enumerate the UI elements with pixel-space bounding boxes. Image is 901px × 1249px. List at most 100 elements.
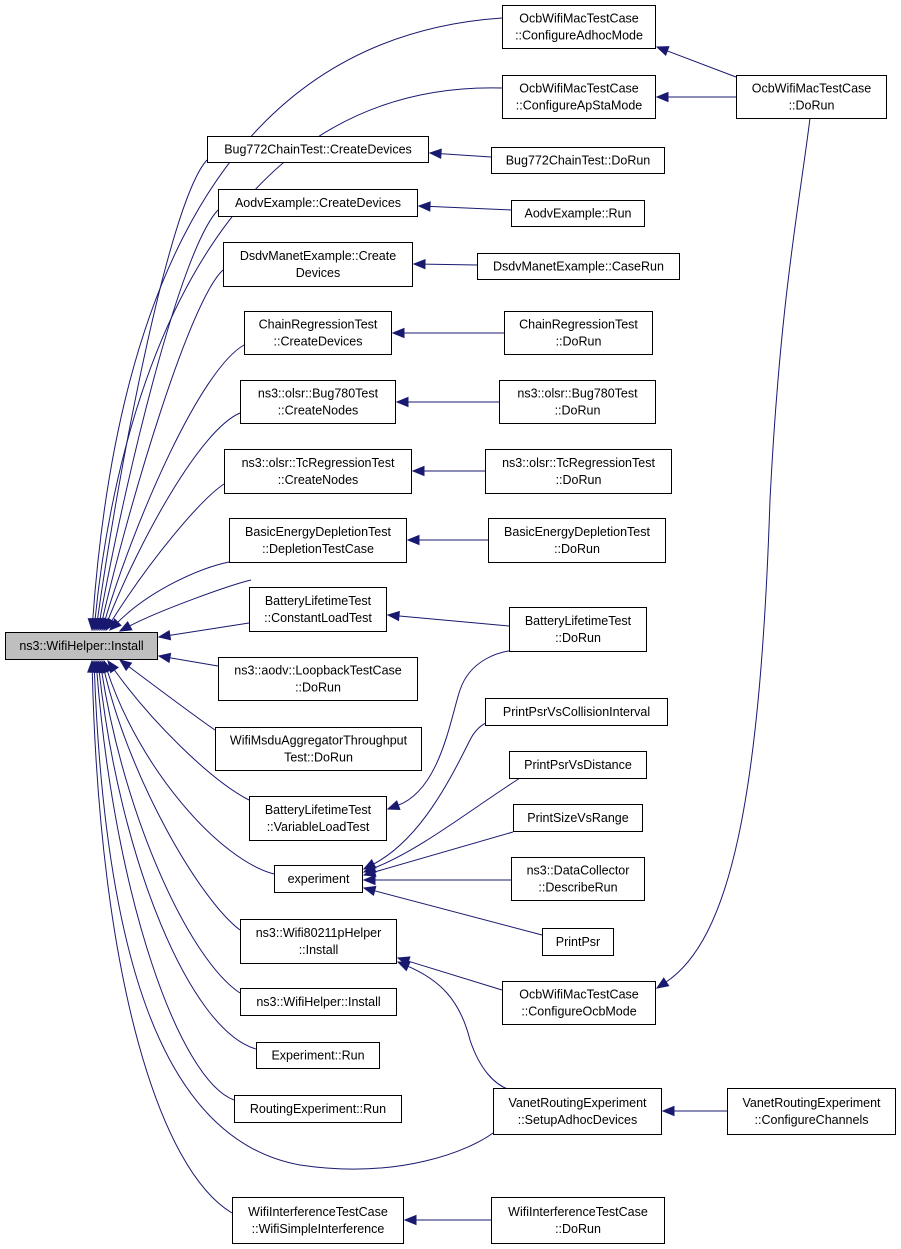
node-bed-dtc[interactable]: BasicEnergyDepletionTest::DepletionTestC… (229, 518, 407, 563)
node-label: OcbWifiMacTestCase (752, 82, 872, 96)
node-box (240, 380, 396, 424)
node-label: ns3::Wifi80211pHelper (256, 926, 382, 940)
node-label: ::DoRun (555, 1222, 601, 1236)
node-vanet-channels[interactable]: VanetRoutingExperiment::ConfigureChannel… (727, 1088, 896, 1135)
call-edge-11 (168, 657, 219, 667)
node-chain-run[interactable]: ChainRegressionTest::DoRun (504, 311, 653, 355)
node-wh-install[interactable]: ns3::WifiHelper::Install (240, 988, 397, 1016)
node-pp-ci[interactable]: PrintPsrVsCollisionInterval (485, 698, 668, 726)
node-label: ::DoRun (555, 404, 601, 418)
node-wit-run[interactable]: WifiInterferenceTestCase::DoRun (491, 1197, 665, 1244)
call-edge-7 (110, 483, 225, 622)
call-edge-18 (96, 670, 235, 1101)
node-label: Bug772ChainTest::DoRun (506, 154, 651, 168)
arrowhead-37 (362, 885, 377, 897)
node-dc-describe[interactable]: ns3::DataCollector::DescribeRun (511, 857, 645, 901)
node-box (511, 857, 645, 901)
node-label: ::DescribeRun (538, 881, 617, 895)
node-label: BatteryLifetimeTest (265, 594, 372, 608)
node-label: ::VariableLoadTest (267, 820, 370, 834)
node-ocb-ocbmode[interactable]: OcbWifiMacTestCase::ConfigureOcbMode (502, 981, 656, 1025)
arrowhead-35 (362, 866, 377, 877)
node-ps-range[interactable]: PrintSizeVsRange (513, 804, 643, 832)
call-edge-14 (106, 670, 275, 875)
call-edge-6 (107, 412, 241, 621)
node-loopback[interactable]: ns3::aodv::LoopbackTestCase::DoRun (218, 657, 418, 701)
call-edge-39 (406, 965, 511, 1091)
node-label: ::DoRun (556, 335, 602, 349)
node-bug780-run[interactable]: ns3::olsr::Bug780Test::DoRun (499, 380, 656, 424)
node-blt-run[interactable]: BatteryLifetimeTest::DoRun (509, 607, 647, 652)
arrowhead-21 (655, 46, 670, 56)
node-label: ::DoRun (789, 99, 835, 113)
node-blt-vlt[interactable]: BatteryLifetimeTest::VariableLoadTest (249, 796, 387, 841)
node-experiment[interactable]: experiment (274, 865, 363, 893)
call-edge-20 (91, 670, 233, 1214)
call-edge-32 (397, 649, 521, 807)
node-chain-cd[interactable]: ChainRegressionTest::CreateDevices (244, 311, 392, 355)
node-label: BatteryLifetimeTest (265, 803, 372, 817)
call-edge-8 (116, 561, 230, 624)
node-label: PrintSizeVsRange (527, 811, 628, 825)
node-w80211p[interactable]: ns3::Wifi80211pHelper::Install (240, 919, 397, 964)
node-vanet-setup[interactable]: VanetRoutingExperiment::SetupAdhocDevice… (493, 1088, 662, 1135)
node-label: experiment (288, 872, 350, 886)
node-box (511, 200, 645, 227)
node-wit-wsi[interactable]: WifiInterferenceTestCase::WifiSimpleInte… (232, 1197, 404, 1244)
node-bed-run[interactable]: BasicEnergyDepletionTest::DoRun (488, 518, 666, 563)
node-label: ns3::olsr::Bug780Test (517, 387, 638, 401)
node-dsdv-run[interactable]: DsdvManetExample::CaseRun (477, 253, 680, 280)
arrowhead-22 (655, 91, 669, 103)
call-edge-21 (666, 50, 737, 78)
node-pp-dist[interactable]: PrintPsrVsDistance (509, 751, 647, 779)
node-label: ns3::olsr::TcRegressionTest (242, 456, 395, 470)
node-box (502, 75, 656, 119)
node-box (504, 311, 653, 355)
node-root[interactable]: ns3::WifiHelper::Install (5, 632, 158, 660)
node-bug780-cn[interactable]: ns3::olsr::Bug780Test::CreateNodes (240, 380, 396, 424)
node-box (491, 147, 665, 174)
node-label: Bug772ChainTest::CreateDevices (224, 143, 412, 157)
node-label: Test::DoRun (284, 751, 353, 765)
node-label: ::SetupAdhocDevices (518, 1113, 638, 1127)
arrowhead-8 (109, 618, 122, 631)
arrowhead-28 (395, 396, 409, 408)
node-box (232, 1197, 404, 1244)
node-label: AodvExample::Run (524, 207, 631, 221)
node-ocb-adhoc[interactable]: OcbWifiMacTestCase::ConfigureAdhocMode (502, 5, 656, 49)
arrowhead-31 (386, 610, 400, 622)
node-label: ChainRegressionTest (259, 318, 378, 332)
node-dsdv-cd[interactable]: DsdvManetExample::CreateDevices (223, 242, 413, 287)
node-box (229, 518, 407, 563)
node-box (485, 449, 672, 494)
node-ocb-dorun[interactable]: OcbWifiMacTestCase::DoRun (736, 75, 887, 119)
node-exp-run[interactable]: Experiment::Run (256, 1042, 380, 1069)
node-box (502, 5, 656, 49)
node-aodv-cd[interactable]: AodvExample::CreateDevices (218, 189, 418, 217)
node-bug772-run[interactable]: Bug772ChainTest::DoRun (491, 147, 665, 174)
arrowhead-25 (417, 201, 431, 212)
call-edge-1 (94, 87, 503, 621)
arrowhead-40 (661, 1105, 675, 1117)
node-box (218, 189, 418, 217)
arrowhead-12 (118, 659, 133, 672)
node-label: ::CreateDevices (274, 335, 363, 349)
call-edge-12 (127, 665, 216, 731)
node-label: OcbWifiMacTestCase (519, 12, 639, 26)
node-bug772-cd[interactable]: Bug772ChainTest::CreateDevices (207, 136, 429, 163)
node-box (207, 136, 429, 163)
arrowhead-26 (412, 258, 426, 270)
node-ocb-apsta[interactable]: OcbWifiMacTestCase::ConfigureApStaMode (502, 75, 656, 119)
call-edge-9 (128, 579, 252, 627)
node-label: ::DoRun (556, 473, 602, 487)
node-box (240, 919, 397, 964)
arrowhead-11 (157, 652, 172, 664)
node-blt-clt[interactable]: BatteryLifetimeTest::ConstantLoadTest (249, 587, 387, 632)
node-routing-run[interactable]: RoutingExperiment::Run (234, 1095, 402, 1123)
node-tc-cn[interactable]: ns3::olsr::TcRegressionTest::CreateNodes (224, 449, 412, 494)
node-aodv-run[interactable]: AodvExample::Run (511, 200, 645, 227)
node-label: ::ConfigureApStaMode (516, 99, 643, 113)
node-print-psr[interactable]: PrintPsr (542, 928, 614, 956)
node-tc-run[interactable]: ns3::olsr::TcRegressionTest::DoRun (485, 449, 672, 494)
